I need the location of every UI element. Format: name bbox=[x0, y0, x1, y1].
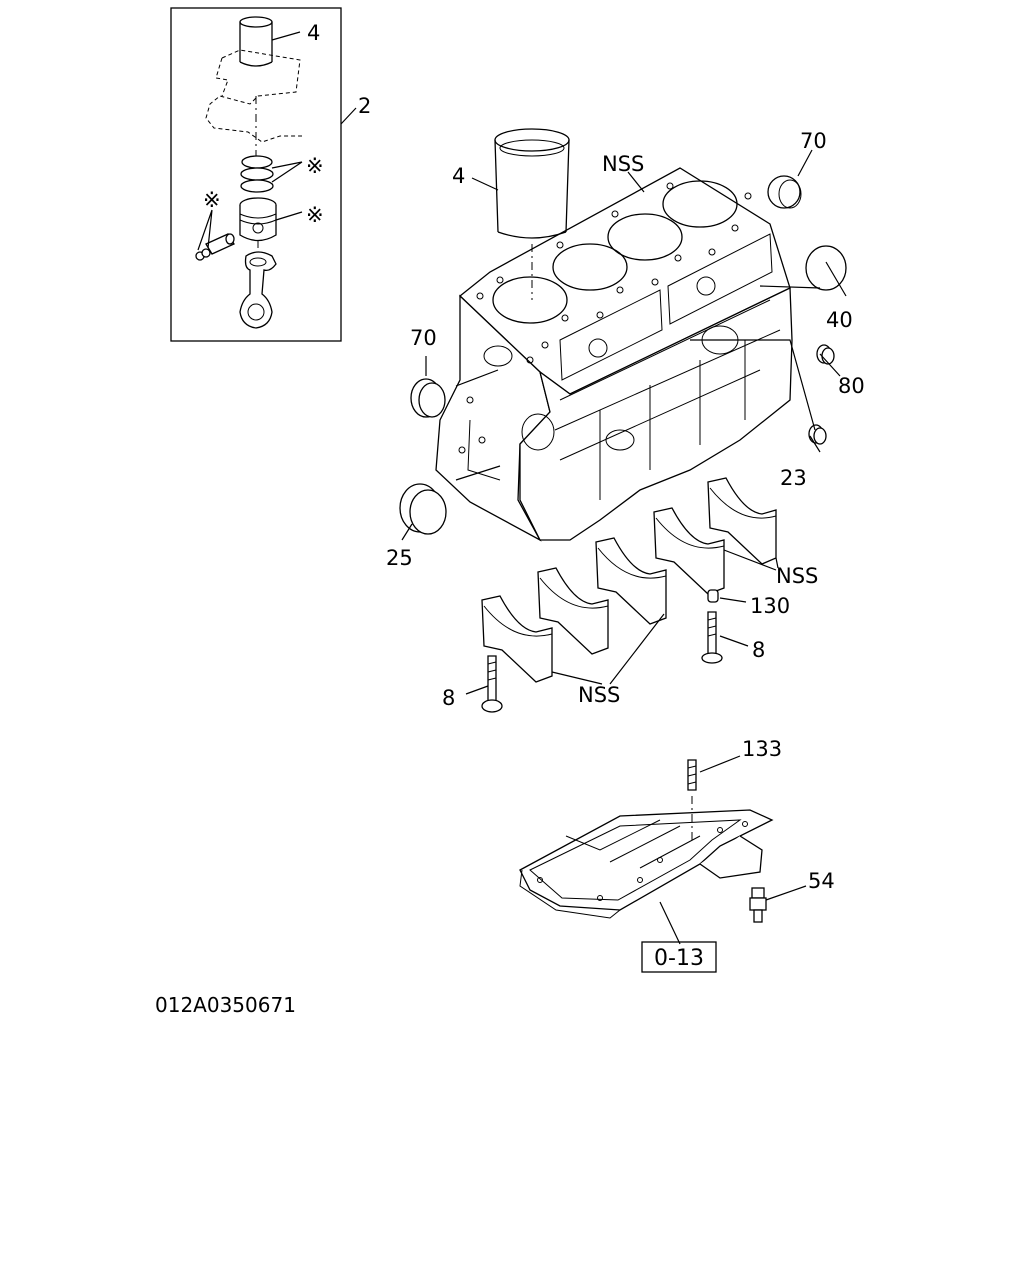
bearing-cap-4 bbox=[653, 507, 725, 595]
label-bolt-8-left: 8 bbox=[442, 686, 455, 710]
label-seal-25: 25 bbox=[386, 546, 413, 570]
oil-switch-54 bbox=[749, 887, 767, 923]
bearing-cap-2 bbox=[537, 567, 609, 655]
label-seal-70-left: 70 bbox=[410, 326, 437, 350]
inset-connecting-rod bbox=[239, 251, 277, 329]
bolt-130 bbox=[707, 589, 719, 603]
bearing-cap-3 bbox=[595, 537, 667, 625]
label-seal-70-top: 70 bbox=[800, 129, 827, 153]
cap-bolt-8-right bbox=[701, 611, 723, 664]
stud-133 bbox=[687, 759, 697, 791]
inset-piston-rings bbox=[240, 155, 274, 193]
inset-piston bbox=[239, 197, 277, 242]
cylinder-liner bbox=[494, 128, 570, 300]
expansion-plug-40 bbox=[805, 245, 847, 291]
label-nss-caps-right: NSS bbox=[776, 564, 818, 588]
drawing-code: 012A0350671 bbox=[155, 993, 296, 1017]
inset-star-pin: ※ bbox=[203, 188, 221, 212]
reference-box[interactable]: 0-13 bbox=[641, 941, 717, 973]
inset-star-rings: ※ bbox=[306, 154, 324, 178]
label-plug-23: 23 bbox=[780, 466, 807, 490]
plug-80 bbox=[816, 344, 835, 365]
label-nss-top: NSS bbox=[602, 152, 644, 176]
label-bolt-8-right: 8 bbox=[752, 638, 765, 662]
oil-seal-70-top bbox=[767, 175, 802, 209]
inset-liner-label: 4 bbox=[307, 21, 320, 45]
label-stud-133: 133 bbox=[742, 737, 782, 761]
inset-assembly-label: 2 bbox=[358, 94, 371, 118]
inset-piston-pin bbox=[195, 233, 235, 261]
label-nss-caps-left: NSS bbox=[578, 683, 620, 707]
main-bearing-caps bbox=[481, 477, 777, 683]
deck-bolt-holes bbox=[476, 182, 752, 349]
label-plug-80: 80 bbox=[838, 374, 865, 398]
piston-assembly-inset: 4 2 ※ ※ ※ bbox=[170, 7, 371, 342]
inset-star-piston: ※ bbox=[306, 203, 324, 227]
oil-pan-assembly bbox=[519, 796, 774, 919]
label-liner: 4 bbox=[452, 164, 465, 188]
bearing-cap-5 bbox=[707, 477, 777, 565]
cap-bolt-8-left bbox=[481, 655, 503, 713]
oil-seal-70-left bbox=[410, 378, 446, 418]
inset-cylinder-liner bbox=[239, 16, 273, 67]
part-number-labels: 4 NSS 70 40 70 80 23 25 NSS 130 8 8 NSS … bbox=[386, 129, 865, 893]
leader-lines bbox=[401, 149, 847, 945]
rear-seal-25 bbox=[399, 483, 447, 535]
bearing-cap-1 bbox=[481, 595, 553, 683]
plug-23 bbox=[808, 424, 827, 445]
label-switch-54: 54 bbox=[808, 869, 835, 893]
cylinder-block bbox=[435, 167, 793, 542]
label-bolt-130: 130 bbox=[750, 594, 790, 618]
label-plug-40: 40 bbox=[826, 308, 853, 332]
reference-box-label[interactable]: 0-13 bbox=[654, 946, 704, 971]
cylinder-bores bbox=[492, 180, 738, 324]
